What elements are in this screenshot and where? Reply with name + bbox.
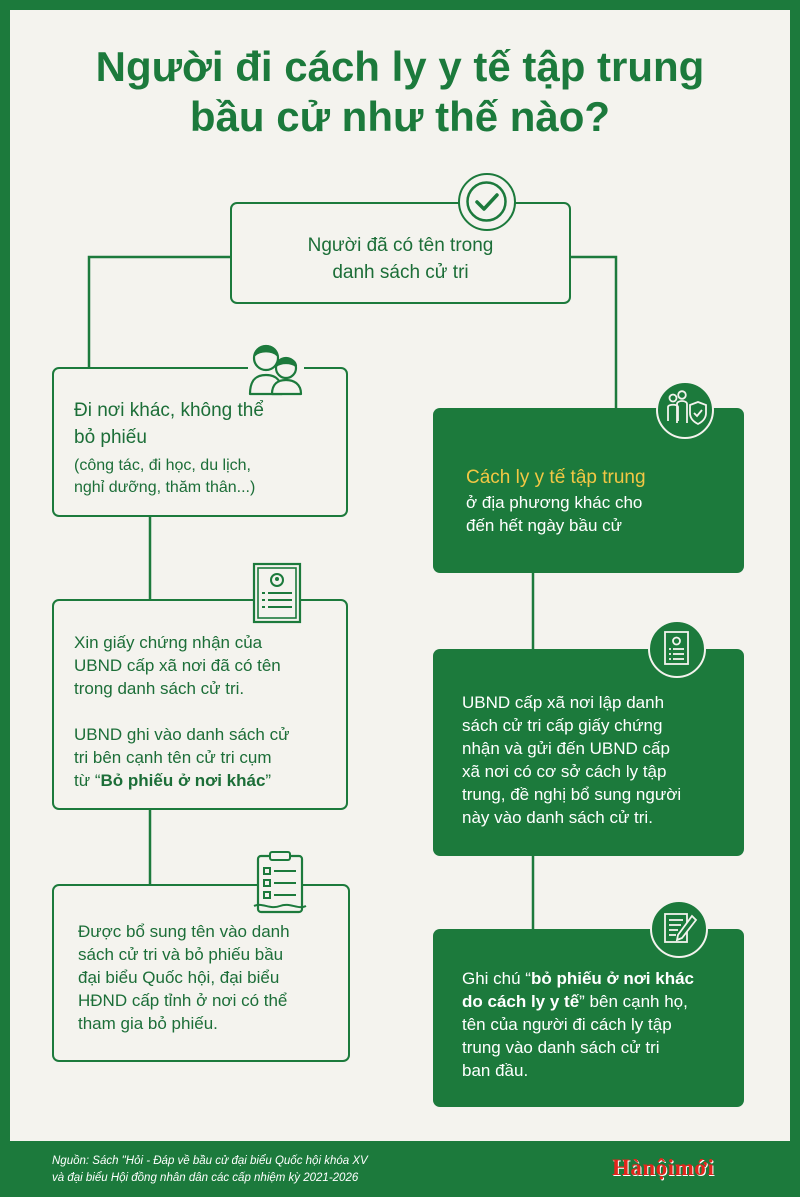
certificate-request-box: Xin giấy chứng nhận của UBND cấp xã nơi …: [52, 599, 348, 810]
top-box-line-1: Người đã có tên trong: [307, 235, 494, 256]
page-title: Người đi cách ly y tế tập trung bầu cử n…: [0, 42, 800, 142]
note-phrase-part-2: do cách ly y tế: [462, 992, 580, 1011]
record-line-3: từ “Bỏ phiếu ở nơi khác”: [74, 769, 336, 792]
connector-top-right: [570, 255, 618, 410]
note-phrase-part-1: bỏ phiếu ở nơi khác: [530, 969, 695, 988]
note-line-3: tên của người đi cách ly tập: [462, 1015, 672, 1034]
request-line-1: Xin giấy chứng nhận của: [74, 633, 263, 652]
group-shield-icon: [656, 381, 714, 439]
request-line-3: trong danh sách cử tri.: [74, 679, 245, 698]
source-line-1: Nguồn: Sách "Hỏi - Đáp về bầu cử đại biể…: [52, 1155, 368, 1167]
added-line-4: HĐND cấp tỉnh ở nơi có thể: [78, 991, 288, 1010]
quarantine-heading: Cách ly y tế tập trung: [466, 467, 646, 488]
record-line-1: UBND ghi vào danh sách cử: [74, 725, 290, 744]
title-line-2: bầu cử như thế nào?: [189, 93, 611, 140]
source-line-2: và đại biểu Hội đồng nhân dân các cấp nh…: [52, 1172, 359, 1184]
title-line-1: Người đi cách ly y tế tập trung: [95, 43, 705, 90]
quarantine-line-1: ở địa phương khác cho: [466, 493, 643, 512]
people-icon: [244, 334, 308, 398]
away-detail-line-2: nghỉ dưỡng, thăm thân...): [74, 479, 256, 496]
note-line-2-suffix: ” bên cạnh họ,: [579, 992, 688, 1011]
commune-line-6: này vào danh sách cử tri.: [462, 808, 653, 827]
note-line-5: ban đầu.: [462, 1061, 529, 1080]
hanoimoi-logo[interactable]: Hànộimới: [612, 1155, 715, 1180]
record-line-3-prefix: từ “: [74, 771, 101, 790]
note-pen-icon: [650, 900, 708, 958]
note-original-list-box: Ghi chú “bỏ phiếu ở nơi khác do cách ly …: [433, 929, 744, 1107]
check-circle-icon: [458, 173, 516, 231]
away-voter-box: Đi nơi khác, không thể bỏ phiếu (công tá…: [52, 367, 348, 517]
source-note: Nguồn: Sách "Hỏi - Đáp về bầu cử đại biể…: [52, 1153, 472, 1187]
added-line-5: tham gia bỏ phiếu.: [78, 1014, 218, 1033]
request-line-2: UBND cấp xã nơi đã có tên: [74, 656, 281, 675]
away-heading-line-1: Đi nơi khác, không thể: [74, 400, 264, 421]
record-line-3-suffix: ”: [265, 771, 272, 790]
top-box-line-2: danh sách cử tri: [332, 262, 469, 283]
note-line-2: do cách ly y tế” bên cạnh họ,: [462, 990, 734, 1013]
commune-line-2: sách cử tri cấp giấy chứng: [462, 716, 663, 735]
added-line-2: sách cử tri và bỏ phiếu bầu: [78, 945, 284, 964]
connector-top-left: [87, 255, 230, 368]
added-line-3: đại biểu Quốc hội, đại biểu: [78, 968, 280, 987]
note-line-1: Ghi chú “bỏ phiếu ở nơi khác: [462, 967, 734, 990]
commune-line-5: trung, đề nghị bổ sung người: [462, 785, 682, 804]
vote-elsewhere-phrase: Bỏ phiếu ở nơi khác: [100, 771, 266, 790]
clipboard-checklist-icon: [250, 850, 310, 916]
note-line-1-prefix: Ghi chú “: [462, 969, 531, 988]
away-heading-line-2: bỏ phiếu: [74, 427, 147, 448]
registered-voter-box: Người đã có tên trong danh sách cử tri: [230, 202, 571, 304]
added-line-1: Được bổ sung tên vào danh: [78, 922, 290, 941]
document-icon: [648, 620, 706, 678]
quarantine-line-2: đến hết ngày bầu cử: [466, 516, 622, 535]
record-line-2: tri bên cạnh tên cử tri cụm: [74, 748, 272, 767]
certificate-icon: [248, 560, 306, 626]
commune-line-1: UBND cấp xã nơi lập danh: [462, 693, 665, 712]
commune-line-3: nhận và gửi đến UBND cấp: [462, 739, 670, 758]
commune-line-4: xã nơi có cơ sở cách ly tập: [462, 762, 667, 781]
added-to-list-box: Được bổ sung tên vào danh sách cử tri và…: [52, 884, 350, 1062]
commune-certificate-box: UBND cấp xã nơi lập danh sách cử tri cấp…: [433, 649, 744, 856]
note-line-4: trung vào danh sách cử tri: [462, 1038, 660, 1057]
away-detail-line-1: (công tác, đi học, du lịch,: [74, 457, 251, 474]
